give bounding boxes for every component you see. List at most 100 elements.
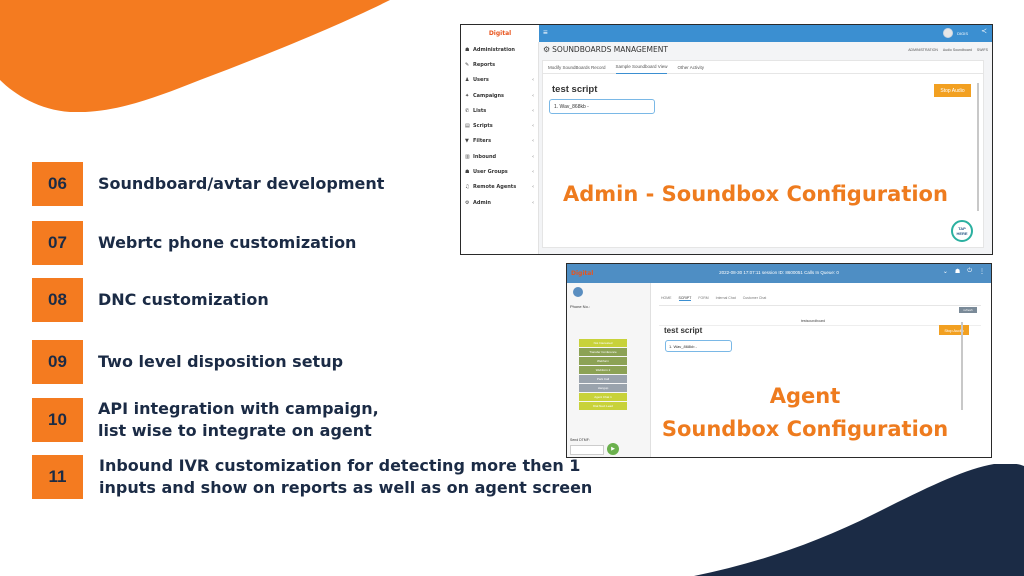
orange-corner-shape: [0, 0, 390, 112]
stop-audio-button[interactable]: Stop Audio: [939, 325, 969, 335]
script-title: test script: [664, 326, 703, 335]
feature-item: 06 Soundboard/avtar development: [32, 162, 384, 206]
admin-tabs: Modify SoundBoards Record Sample Soundbo…: [543, 61, 983, 74]
feature-number: 11: [32, 455, 83, 499]
sidebar-item-users[interactable]: ♟Users‹: [465, 77, 534, 84]
sidebar-item-admin[interactable]: ⚙Admin‹: [465, 199, 534, 206]
audio-list-item[interactable]: 1. Wav_868kb -: [549, 99, 655, 114]
scrollbar[interactable]: [961, 322, 963, 410]
tab-other-activity[interactable]: Other Activity: [677, 64, 704, 70]
user-icon: ♟: [465, 77, 470, 84]
gear-icon: ⚙: [465, 199, 470, 206]
feature-text: DNC customization: [98, 290, 269, 309]
chevron-icon: ‹: [531, 92, 534, 99]
hamburger-menu-icon[interactable]: ≡: [543, 28, 548, 37]
sidebar-item-campaigns[interactable]: ✦Campaigns‹: [465, 92, 534, 99]
send-dtmf-input[interactable]: [570, 445, 604, 455]
chevron-icon: ‹: [531, 107, 534, 114]
script-title: test script: [552, 84, 598, 95]
feature-text: Two level disposition setup: [98, 352, 344, 371]
breadcrumb-item[interactable]: ADMINISTRATION: [908, 47, 938, 52]
tab-form[interactable]: FORM: [698, 296, 709, 300]
avatar: [943, 28, 954, 38]
admin-sidebar: ☗Administration ✎Reports ♟Users‹ ✦Campai…: [461, 42, 539, 254]
tap-here-badge[interactable]: TAP HERE: [951, 220, 973, 242]
feature-item: 08 DNC customization: [32, 278, 269, 322]
send-dtmf-label: Send DTMF:: [570, 438, 590, 442]
group-icon[interactable]: ☗: [954, 269, 961, 275]
breadcrumb-item[interactable]: Audio Soundboard: [942, 47, 972, 52]
users-icon: ☗: [465, 46, 470, 53]
sidebar-item-filters[interactable]: ▼Filters‹: [465, 138, 534, 145]
sidebar-item-scripts[interactable]: ▤Scripts‹: [465, 123, 534, 130]
admin-overlay-caption: Admin - Soundbox Configuration: [563, 182, 948, 206]
gear-icon: ⚙: [543, 45, 551, 54]
filter-icon: ▼: [465, 138, 469, 145]
share-icon[interactable]: ≺: [981, 28, 987, 35]
agent-overlay-caption: Agent Soundbox Configuration: [661, 384, 949, 441]
stop-audio-button[interactable]: Stop Audio: [934, 84, 971, 97]
disposition-button[interactable]: Park Call: [579, 375, 627, 383]
reports-icon: ✎: [465, 61, 470, 68]
scrollbar[interactable]: [977, 83, 979, 211]
sidebar-item-inbound[interactable]: ▥Inbound‹: [465, 153, 534, 160]
sidebar-item-reports[interactable]: ✎Reports: [465, 61, 496, 68]
chevron-down-icon[interactable]: ⌄: [942, 269, 948, 275]
admin-user-menu[interactable]: DIGIS: [943, 28, 968, 38]
agent-logo: Digital: [571, 266, 611, 280]
disposition-list: Not Interested Transfer Conference Webfo…: [579, 339, 627, 411]
tab-customer-chat[interactable]: Customer Chat: [742, 296, 767, 300]
send-arrow-icon[interactable]: ▶: [607, 443, 619, 455]
navy-corner-shape: [694, 464, 1024, 576]
phone-icon[interactable]: [573, 287, 583, 297]
feature-number: 09: [32, 340, 83, 384]
feature-number: 10: [32, 398, 83, 442]
feature-number: 06: [32, 162, 83, 206]
breadcrumb-item[interactable]: SWIFS: [976, 47, 988, 52]
agent-header-bar: [567, 264, 991, 283]
feature-number: 07: [32, 221, 83, 265]
sidebar-item-administration[interactable]: ☗Administration: [465, 46, 515, 53]
tab-home[interactable]: HOME: [661, 296, 672, 300]
power-icon[interactable]: ⏻: [967, 268, 972, 274]
sidebar-item-user-groups[interactable]: ☗User Groups‹: [465, 169, 534, 176]
page-title: SOUNDBOARDS MANAGEMENT: [552, 45, 668, 54]
divider: [659, 305, 981, 306]
tab-internal-chat[interactable]: Internal Chat: [715, 296, 736, 300]
soundboard-panel: Modify SoundBoards Record Sample Soundbo…: [542, 60, 984, 248]
sidebar-item-lists[interactable]: ✆Lists‹: [465, 107, 534, 114]
disposition-button[interactable]: Hangup: [579, 384, 627, 392]
admin-screenshot: Digital ≡ DIGIS ≺ ☗Administration ✎Repor…: [460, 24, 993, 255]
admin-logo: Digital: [461, 25, 539, 42]
agent-main: HOME SCRIPT FORM Internal Chat Customer …: [651, 283, 991, 457]
more-icon[interactable]: ⋮: [979, 269, 985, 275]
agent-header-icons: ⌄ ☗ ⏻ ⋮: [943, 268, 985, 275]
feature-text: Webrtc phone customization: [98, 233, 357, 252]
disposition-button[interactable]: Webform: [579, 357, 627, 365]
document-icon: ▤: [465, 123, 470, 130]
disposition-button[interactable]: Webform 2: [579, 366, 627, 374]
disposition-button[interactable]: Agent Chat 1: [579, 393, 627, 401]
tab-script[interactable]: SCRIPT: [678, 296, 692, 301]
refresh-button[interactable]: refresh: [959, 307, 977, 313]
feature-item: 07 Webrtc phone customization: [32, 221, 356, 265]
audio-list-item[interactable]: 1. Wav_868kb -: [665, 340, 732, 352]
logo-text: Digital: [571, 269, 594, 277]
disposition-button[interactable]: Dial Next Lead: [579, 402, 627, 410]
tab-sample-soundboard-view[interactable]: Sample Soundboard View: [615, 61, 668, 74]
admin-header-bar: [461, 25, 992, 42]
chevron-icon: ‹: [531, 123, 534, 130]
tab-modify-soundboards[interactable]: Modify SoundBoards Record: [548, 64, 606, 70]
sidebar-item-remote-agents[interactable]: ♫Remote Agents‹: [465, 184, 534, 191]
group-icon: ☗: [465, 169, 470, 176]
disposition-button[interactable]: Not Interested: [579, 339, 627, 347]
feature-item: 10 API integration with campaign,list wi…: [32, 398, 379, 442]
chevron-icon: ‹: [531, 153, 534, 160]
user-name: DIGIS: [957, 30, 968, 36]
feature-text: API integration with campaign,list wise …: [98, 399, 379, 440]
feature-number: 08: [32, 278, 83, 322]
disposition-button[interactable]: Transfer Conference: [579, 348, 627, 356]
chevron-icon: ‹: [531, 199, 534, 206]
agent-tabs: HOME SCRIPT FORM Internal Chat Customer …: [661, 296, 766, 301]
chevron-icon: ‹: [531, 169, 534, 176]
